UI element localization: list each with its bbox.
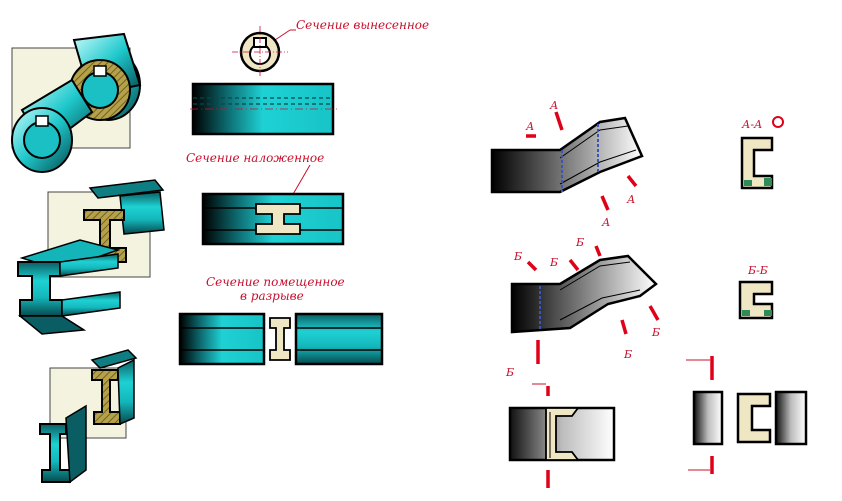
break-section-label-line1: Сечение помещенное bbox=[206, 275, 345, 289]
superimposed-section-label: Сечение наложенное bbox=[186, 151, 324, 165]
section-bb-title: Б-Б bbox=[747, 264, 768, 277]
removed-section-label: Сечение вынесенное bbox=[296, 18, 429, 32]
iso-shaft-with-keyway bbox=[11, 32, 142, 173]
cut-letter-b-3: Б bbox=[575, 236, 584, 249]
bent-part-b: Б Б Б Б Б Б bbox=[505, 236, 660, 379]
section-aa-title: А-А bbox=[741, 118, 762, 131]
broken-part-with-section bbox=[686, 356, 808, 474]
superimposed-section-group: Сечение наложенное bbox=[186, 151, 345, 246]
cut-letter-b-6: Б bbox=[505, 366, 514, 379]
iso-small-i-beam bbox=[39, 349, 138, 484]
cut-letter-b-4: Б bbox=[651, 326, 660, 339]
cut-letter-a-4: А bbox=[601, 216, 610, 229]
section-aa: А-А bbox=[740, 116, 784, 190]
section-bb: Б-Б bbox=[738, 264, 774, 320]
iso-i-beam bbox=[17, 179, 165, 335]
break-section-group: Сечение помещенное в разрыве bbox=[178, 275, 384, 366]
cut-letter-a-3: А bbox=[626, 193, 635, 206]
break-section-label-line2: в разрыве bbox=[240, 289, 304, 303]
bent-part-a: А А А А bbox=[490, 99, 644, 229]
cut-letter-b-2: Б bbox=[549, 256, 558, 269]
cut-letter-a-1: А bbox=[549, 99, 558, 112]
cut-letter-b-5: Б bbox=[623, 348, 632, 361]
cut-letter-a-2: А bbox=[525, 120, 534, 133]
cut-letter-b-1: Б bbox=[513, 250, 522, 263]
straight-part-with-section bbox=[508, 383, 616, 488]
removed-section-group: Сечение вынесенное bbox=[190, 18, 429, 136]
